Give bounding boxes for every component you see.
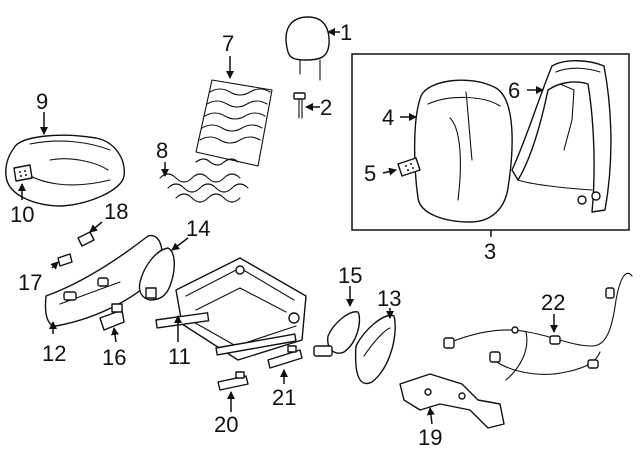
callout-17: 17 [18, 270, 42, 295]
cushion-spring [159, 158, 249, 203]
wire-harness [443, 272, 633, 381]
callout-4: 4 [382, 105, 394, 130]
callout-10: 10 [10, 202, 34, 227]
leader-14 [171, 237, 189, 251]
callout-11: 11 [168, 344, 191, 369]
leader-19 [426, 407, 435, 425]
callout-9: 9 [36, 89, 48, 114]
callout-5: 5 [364, 161, 376, 186]
seatback-tag [397, 157, 421, 177]
inner-side-cover [354, 314, 396, 385]
cushion-tag [13, 164, 33, 182]
recliner-cover [138, 247, 175, 301]
track-clip-rear [267, 345, 303, 369]
headrest [285, 16, 330, 81]
callout-15: 15 [338, 263, 362, 288]
callout-7: 7 [222, 31, 234, 56]
seatback-frame [511, 60, 612, 213]
seatback-cover [413, 79, 513, 223]
callout-2: 2 [320, 95, 332, 120]
callout-16: 16 [102, 345, 126, 370]
callout-6: 6 [508, 78, 520, 103]
leader-17 [50, 261, 59, 270]
callout-14: 14 [186, 216, 210, 241]
small-knob [57, 253, 73, 267]
callout-12: 12 [42, 341, 66, 366]
callout-13: 13 [377, 286, 401, 311]
seat-cushion-frame [155, 257, 307, 361]
callout-1: 1 [340, 20, 352, 45]
track-clip-front [217, 371, 249, 391]
inner-recliner-cover [313, 311, 361, 357]
lever-knob [77, 231, 95, 247]
leader-5 [382, 167, 397, 176]
callout-8: 8 [156, 138, 168, 163]
callout-3: 3 [484, 239, 496, 264]
leader-16 [111, 327, 119, 343]
adjust-switch [99, 303, 125, 331]
callout-20: 20 [214, 412, 238, 437]
seat-bracket [399, 373, 505, 429]
callout-18: 18 [104, 199, 128, 224]
seatback-spring-mat [195, 79, 273, 167]
callout-21: 21 [272, 385, 296, 410]
leader-18 [89, 221, 103, 233]
callout-19: 19 [418, 425, 442, 450]
headrest-guide [293, 92, 306, 119]
callout-22: 22 [541, 290, 565, 315]
